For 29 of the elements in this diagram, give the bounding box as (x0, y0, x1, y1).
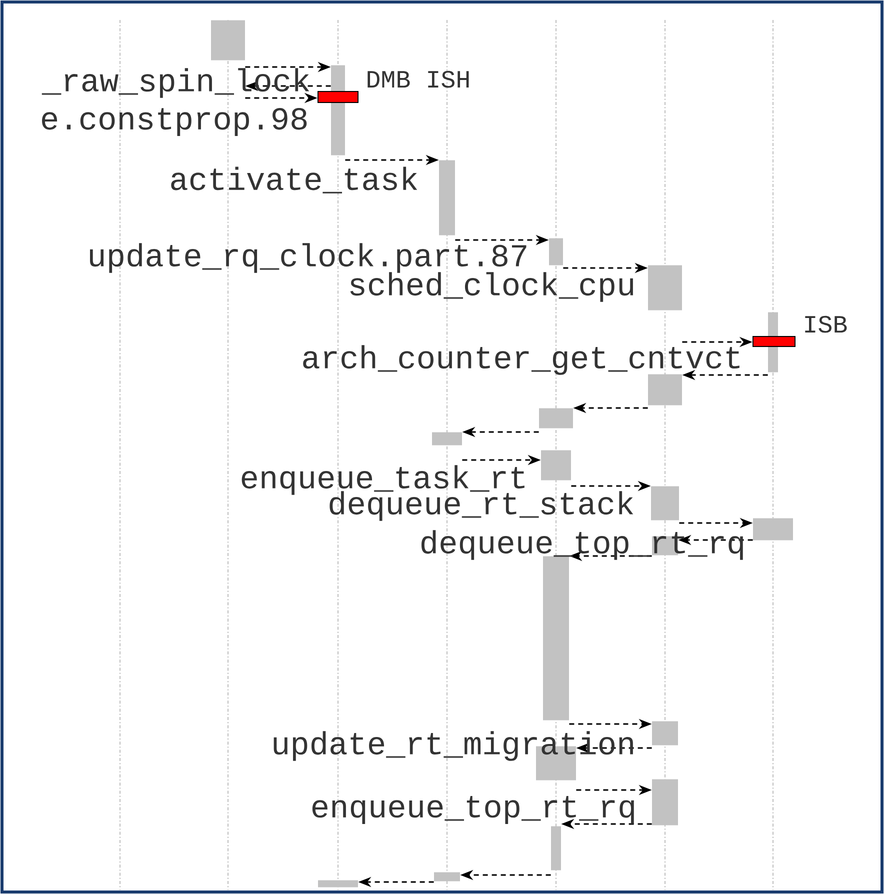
activation-bar (541, 450, 571, 480)
activation-bar (652, 779, 678, 826)
activation-bar (434, 872, 460, 882)
activation-bar (648, 374, 682, 406)
marker-box (752, 336, 796, 347)
activation-bar (648, 265, 682, 310)
function-label: enqueue_top_rt_rq (312, 796, 634, 824)
function-label: sched_clock_cpu (350, 272, 634, 302)
function-label: update_rt_migration (274, 731, 633, 761)
function-label: arch_counter_get_cntvct (303, 345, 740, 375)
activation-bar (211, 20, 245, 60)
function-label: _raw_spin_lock (42, 68, 310, 98)
activation-bar (539, 408, 573, 428)
function-label: activate_task (171, 166, 418, 194)
marker-box (318, 91, 358, 103)
instruction-label: DMB ISH (368, 70, 469, 88)
function-label: update_rq_clock.part.87 (90, 243, 526, 273)
activation-bar (439, 160, 455, 236)
function-label: e.constprop.98 (42, 108, 307, 136)
activation-bar (652, 536, 678, 556)
activation-bar (551, 826, 561, 870)
instruction-label: ISB (805, 316, 847, 333)
activation-bar (753, 518, 793, 540)
activation-bar (652, 721, 678, 746)
activation-bar (549, 238, 563, 266)
activation-bar (318, 880, 358, 888)
function-label: dequeue_top_rt_rq (422, 530, 743, 560)
activation-bar (432, 432, 462, 446)
activation-bar (651, 486, 679, 520)
